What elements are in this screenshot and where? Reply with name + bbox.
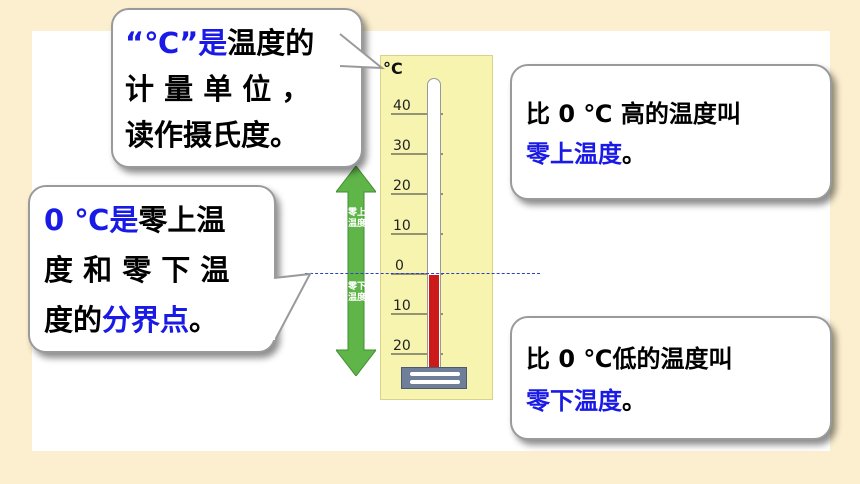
unit-explanation-bubble: “℃”是温度的 计 量 单 位 ， 读作摄氏度。: [111, 8, 363, 168]
below-line-2-end: 。: [622, 387, 646, 415]
below-line-2: 零下温度。: [526, 380, 816, 422]
unit-line-2: 计 量 单 位 ，: [125, 72, 311, 106]
arrow-label-below-2: 温度: [348, 293, 367, 303]
below-line-1: 比 0 ℃低的温度叫: [526, 345, 733, 373]
scale-label-zero: 0: [395, 258, 404, 274]
zero-line-3-a: 度的: [44, 303, 103, 337]
below-zero-term: 零下温度: [526, 387, 622, 415]
boundary-point: 分界点: [102, 303, 190, 337]
arrow-label-above-2: 温度: [348, 219, 367, 229]
scale-label-40: 40: [393, 98, 411, 114]
zero-explanation-bubble: 0 ℃是零上温 度 和 零 下 温 度的分界点。: [28, 185, 276, 353]
quote-close: ”: [179, 26, 199, 60]
zero-line-2: 度 和 零 下 温: [44, 253, 230, 287]
zero-line-1-rest: 零上温: [138, 203, 226, 237]
zero-is: 是: [109, 203, 139, 237]
below-zero-bubble: 比 0 ℃低的温度叫 零下温度。: [510, 316, 832, 440]
above-zero-bubble: 比 0 ℃ 高的温度叫 零上温度。: [510, 64, 832, 200]
celsius-symbol: ℃: [144, 26, 180, 60]
bubble-tail-unit: [339, 33, 386, 70]
unit-line-3: 读作摄氏度。: [125, 118, 300, 152]
above-line-2-end: 。: [622, 140, 646, 168]
zero-line-1: 0 ℃是零上温: [44, 195, 260, 245]
arrow-label-below: 零下 温度: [348, 282, 366, 304]
arrow-label-above: 零上 温度: [348, 208, 366, 230]
scale-label-minus-10: 10: [393, 298, 411, 314]
quote-open: “: [125, 26, 145, 60]
unit-line-1: “℃”是温度的: [125, 20, 349, 66]
thermometer-base: [401, 367, 467, 389]
scale-label-minus-20: 20: [393, 338, 411, 354]
thermometer: °C 40 30 20 10 0 10 20: [380, 55, 493, 400]
above-line-1: 比 0 ℃ 高的温度叫: [526, 100, 741, 128]
arrow-label-above-1: 零上: [348, 208, 367, 218]
zero-line-3-c: 。: [189, 303, 219, 337]
above-line-2: 零上温度。: [526, 134, 816, 174]
zero-divider-line: [305, 273, 540, 274]
double-arrow-icon: [336, 166, 376, 376]
thermometer-tube: [427, 78, 441, 374]
scale-label-20: 20: [393, 178, 411, 194]
unit-line-1-rest: 温度的: [227, 26, 315, 60]
thermometer-unit: °C: [383, 59, 403, 78]
scale-label-10: 10: [393, 218, 411, 234]
mercury-column: [429, 275, 439, 373]
above-zero-term: 零上温度: [526, 140, 622, 168]
scale-label-30: 30: [393, 138, 411, 154]
unit-is: 是: [198, 26, 228, 60]
bubble-tail-zero: [266, 272, 312, 343]
zero-line-3: 度的分界点。: [44, 295, 260, 345]
arrow-label-below-1: 零下: [348, 282, 367, 292]
zero-degree: 0 ℃: [44, 203, 110, 237]
